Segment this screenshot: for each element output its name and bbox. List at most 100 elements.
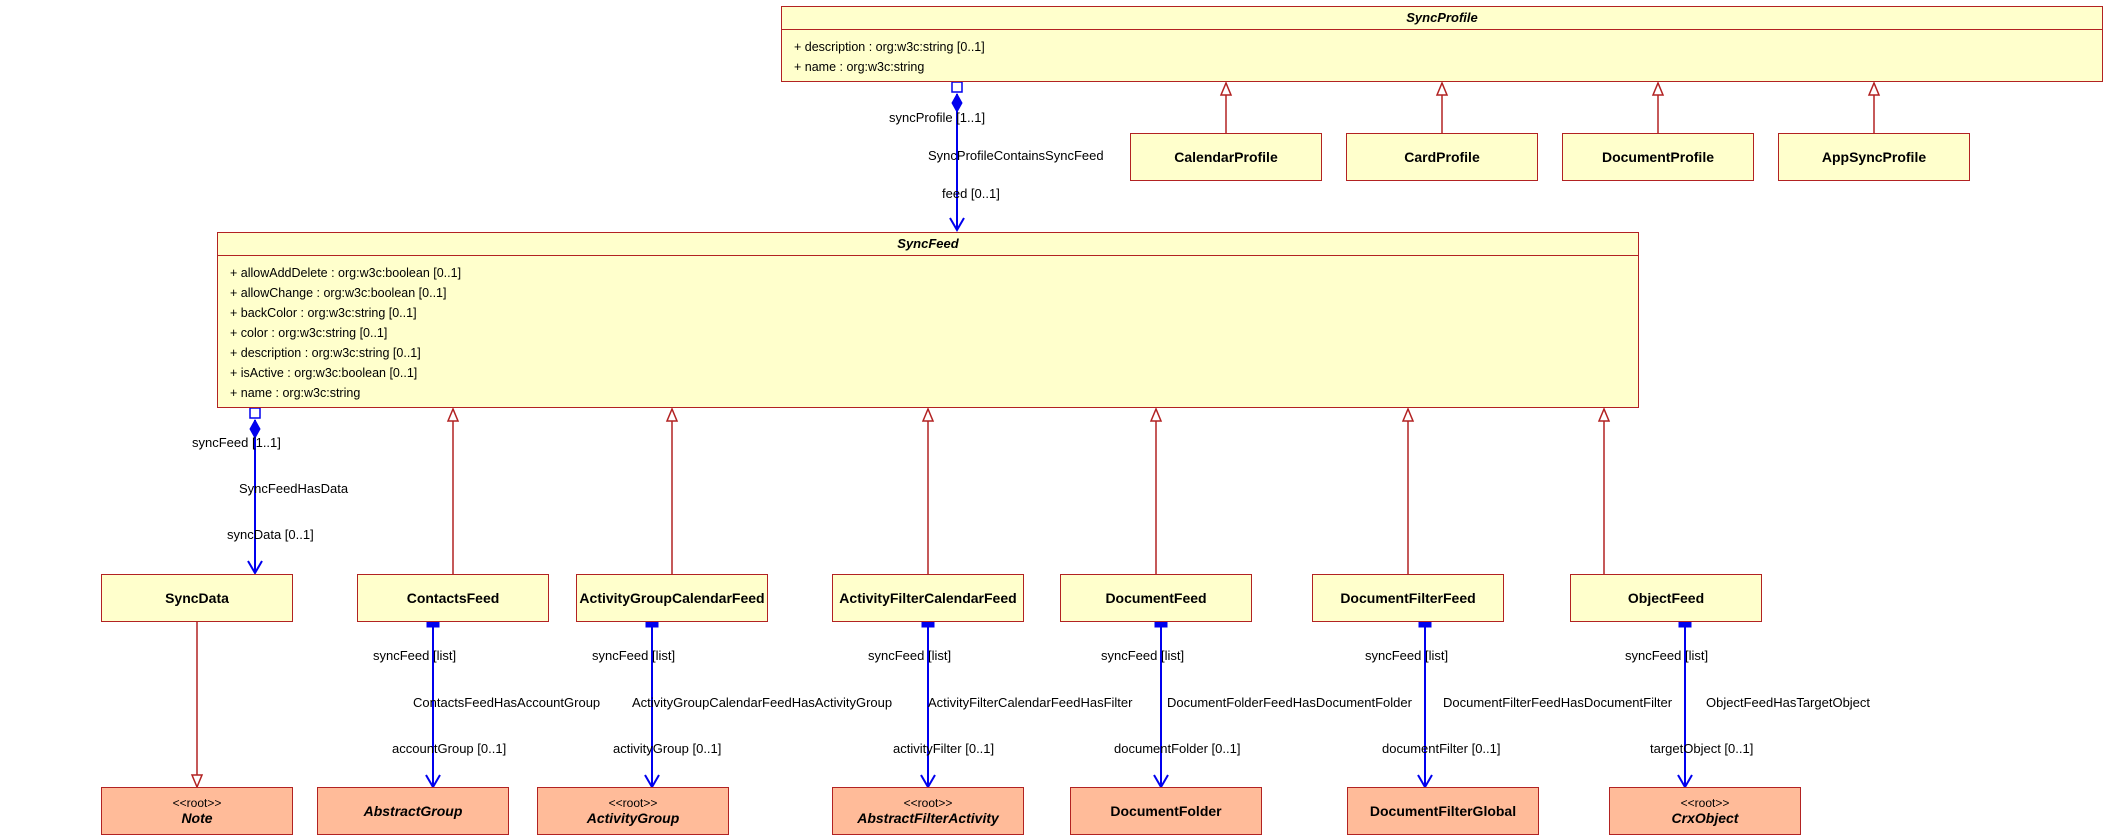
class-syncprofile-attributes: + description : org:w3c:string [0..1] + … bbox=[782, 30, 2102, 77]
role-label-source: syncFeed [list] bbox=[592, 648, 676, 663]
association-name: DocumentFolderFeedHasDocumentFolder bbox=[1167, 695, 1412, 710]
class-syncfeed-name: SyncFeed bbox=[218, 233, 1638, 256]
class-note[interactable]: <<root>> Note bbox=[101, 787, 293, 835]
association-name: SyncFeedHasData bbox=[239, 481, 349, 496]
stereotype-label: <<root>> bbox=[1680, 795, 1730, 810]
class-name: DocumentFolder bbox=[1110, 803, 1222, 819]
role-label-target: documentFilter [0..1] bbox=[1382, 741, 1501, 756]
class-name: ActivityGroupCalendarFeed bbox=[579, 590, 765, 606]
association-source-port bbox=[1154, 621, 1168, 628]
role-label-target: activityGroup [0..1] bbox=[613, 741, 722, 756]
role-label-target: documentFolder [0..1] bbox=[1114, 741, 1241, 756]
attribute: + backColor : org:w3c:string [0..1] bbox=[230, 306, 417, 320]
association-name: ContactsFeedHasAccountGroup bbox=[413, 695, 601, 710]
stereotype-label: <<root>> bbox=[903, 795, 953, 810]
attribute: + allowAddDelete : org:w3c:boolean [0..1… bbox=[230, 266, 462, 280]
class-crxobject[interactable]: <<root>> CrxObject bbox=[1609, 787, 1801, 835]
class-calendarprofile[interactable]: CalendarProfile bbox=[1130, 133, 1322, 181]
attribute: + name : org:w3c:string bbox=[230, 386, 361, 400]
class-name: ActivityGroup bbox=[586, 809, 680, 826]
class-syncprofile-name: SyncProfile bbox=[782, 7, 2102, 30]
class-name: CalendarProfile bbox=[1174, 149, 1278, 165]
attribute: + allowChange : org:w3c:boolean [0..1] bbox=[230, 286, 447, 300]
role-label-source: syncFeed [list] bbox=[868, 648, 952, 663]
generalization-arrowhead bbox=[1867, 81, 1881, 96]
class-activityfiltercalendarfeed[interactable]: ActivityFilterCalendarFeed bbox=[832, 574, 1024, 622]
generalization-arrowhead bbox=[665, 407, 679, 422]
class-name: ActivityFilterCalendarFeed bbox=[839, 590, 1017, 606]
generalization-arrowhead bbox=[921, 407, 935, 422]
association-source-port bbox=[1418, 621, 1432, 628]
class-contactsfeed[interactable]: ContactsFeed bbox=[357, 574, 549, 622]
role-label-target: feed [0..1] bbox=[942, 186, 1000, 201]
association-source-port bbox=[645, 621, 659, 628]
generalization-arrowhead bbox=[1149, 407, 1163, 422]
role-label-source: syncFeed [list] bbox=[1625, 648, 1709, 663]
association-arrowhead bbox=[949, 217, 965, 232]
association-name: ActivityGroupCalendarFeedHasActivityGrou… bbox=[632, 695, 893, 710]
class-documentfilterfeed[interactable]: DocumentFilterFeed bbox=[1312, 574, 1504, 622]
class-name: AbstractFilterActivity bbox=[857, 809, 999, 826]
role-label-source: syncFeed [1..1] bbox=[192, 435, 281, 450]
generalization-arrowhead bbox=[1401, 407, 1415, 422]
class-name: DocumentFilterFeed bbox=[1340, 590, 1476, 606]
association-name: ObjectFeedHasTargetObject bbox=[1706, 695, 1871, 710]
class-syncfeed-attributes: + allowAddDelete : org:w3c:boolean [0..1… bbox=[218, 256, 1638, 403]
role-label-source: syncFeed [list] bbox=[1101, 648, 1185, 663]
class-syncfeed[interactable]: SyncFeed + allowAddDelete : org:w3c:bool… bbox=[217, 232, 1639, 408]
class-abstractfilteractivity[interactable]: <<root>> AbstractFilterActivity bbox=[832, 787, 1024, 835]
class-name: ObjectFeed bbox=[1627, 590, 1705, 606]
attribute: + isActive : org:w3c:boolean [0..1] bbox=[230, 366, 418, 380]
role-label-target: syncData [0..1] bbox=[227, 527, 314, 542]
composition-diamond bbox=[951, 92, 963, 114]
stereotype-label: <<root>> bbox=[172, 795, 222, 810]
stereotype-label: <<root>> bbox=[608, 795, 658, 810]
class-documentprofile[interactable]: DocumentProfile bbox=[1562, 133, 1754, 181]
association-source-port bbox=[249, 407, 261, 419]
association-source-port bbox=[426, 621, 440, 628]
generalization-arrowhead bbox=[190, 774, 204, 789]
attribute: + description : org:w3c:string [0..1] bbox=[230, 346, 421, 360]
class-documentfeed[interactable]: DocumentFeed bbox=[1060, 574, 1252, 622]
class-syncprofile[interactable]: SyncProfile + description : org:w3c:stri… bbox=[781, 6, 2103, 82]
role-label-source: syncFeed [list] bbox=[1365, 648, 1449, 663]
class-objectfeed[interactable]: ObjectFeed bbox=[1570, 574, 1762, 622]
class-cardprofile[interactable]: CardProfile bbox=[1346, 133, 1538, 181]
class-syncdata[interactable]: SyncData bbox=[101, 574, 293, 622]
generalization-arrowhead bbox=[1651, 81, 1665, 96]
role-label-target: activityFilter [0..1] bbox=[893, 741, 995, 756]
role-label-source: syncFeed [list] bbox=[373, 648, 457, 663]
composition-diamond bbox=[249, 418, 261, 440]
generalization-arrowhead bbox=[1435, 81, 1449, 96]
class-name: ContactsFeed bbox=[406, 590, 500, 606]
class-activitygroupcalendarfeed[interactable]: ActivityGroupCalendarFeed bbox=[576, 574, 768, 622]
generalization-arrowhead bbox=[1219, 81, 1233, 96]
class-name: AbstractGroup bbox=[363, 803, 463, 819]
class-name: DocumentFeed bbox=[1105, 590, 1207, 606]
generalization-arrowhead bbox=[446, 407, 460, 422]
association-source-port bbox=[921, 621, 935, 628]
class-documentfilterglobal[interactable]: DocumentFilterGlobal bbox=[1347, 787, 1539, 835]
class-appsyncprofile[interactable]: AppSyncProfile bbox=[1778, 133, 1970, 181]
role-label-target: targetObject [0..1] bbox=[1650, 741, 1754, 756]
attribute: + color : org:w3c:string [0..1] bbox=[230, 326, 388, 340]
role-label-source: syncProfile [1..1] bbox=[889, 110, 986, 125]
attribute: + description : org:w3c:string [0..1] bbox=[794, 40, 985, 54]
class-name: AppSyncProfile bbox=[1821, 149, 1927, 165]
class-name: CrxObject bbox=[1671, 809, 1739, 826]
class-documentfolder[interactable]: DocumentFolder bbox=[1070, 787, 1262, 835]
association-name: DocumentFilterFeedHasDocumentFilter bbox=[1443, 695, 1673, 710]
association-source-port bbox=[1678, 621, 1692, 628]
class-name: CardProfile bbox=[1404, 149, 1480, 165]
class-name: Note bbox=[181, 809, 213, 826]
class-name: DocumentProfile bbox=[1601, 149, 1714, 165]
generalization-arrowhead bbox=[1597, 407, 1611, 422]
class-activitygroup[interactable]: <<root>> ActivityGroup bbox=[537, 787, 729, 835]
association-name: ActivityFilterCalendarFeedHasFilter bbox=[928, 695, 1133, 710]
class-name: DocumentFilterGlobal bbox=[1369, 803, 1517, 819]
association-source-port bbox=[951, 81, 963, 93]
association-name: SyncProfileContainsSyncFeed bbox=[928, 148, 1104, 163]
class-abstractgroup[interactable]: AbstractGroup bbox=[317, 787, 509, 835]
